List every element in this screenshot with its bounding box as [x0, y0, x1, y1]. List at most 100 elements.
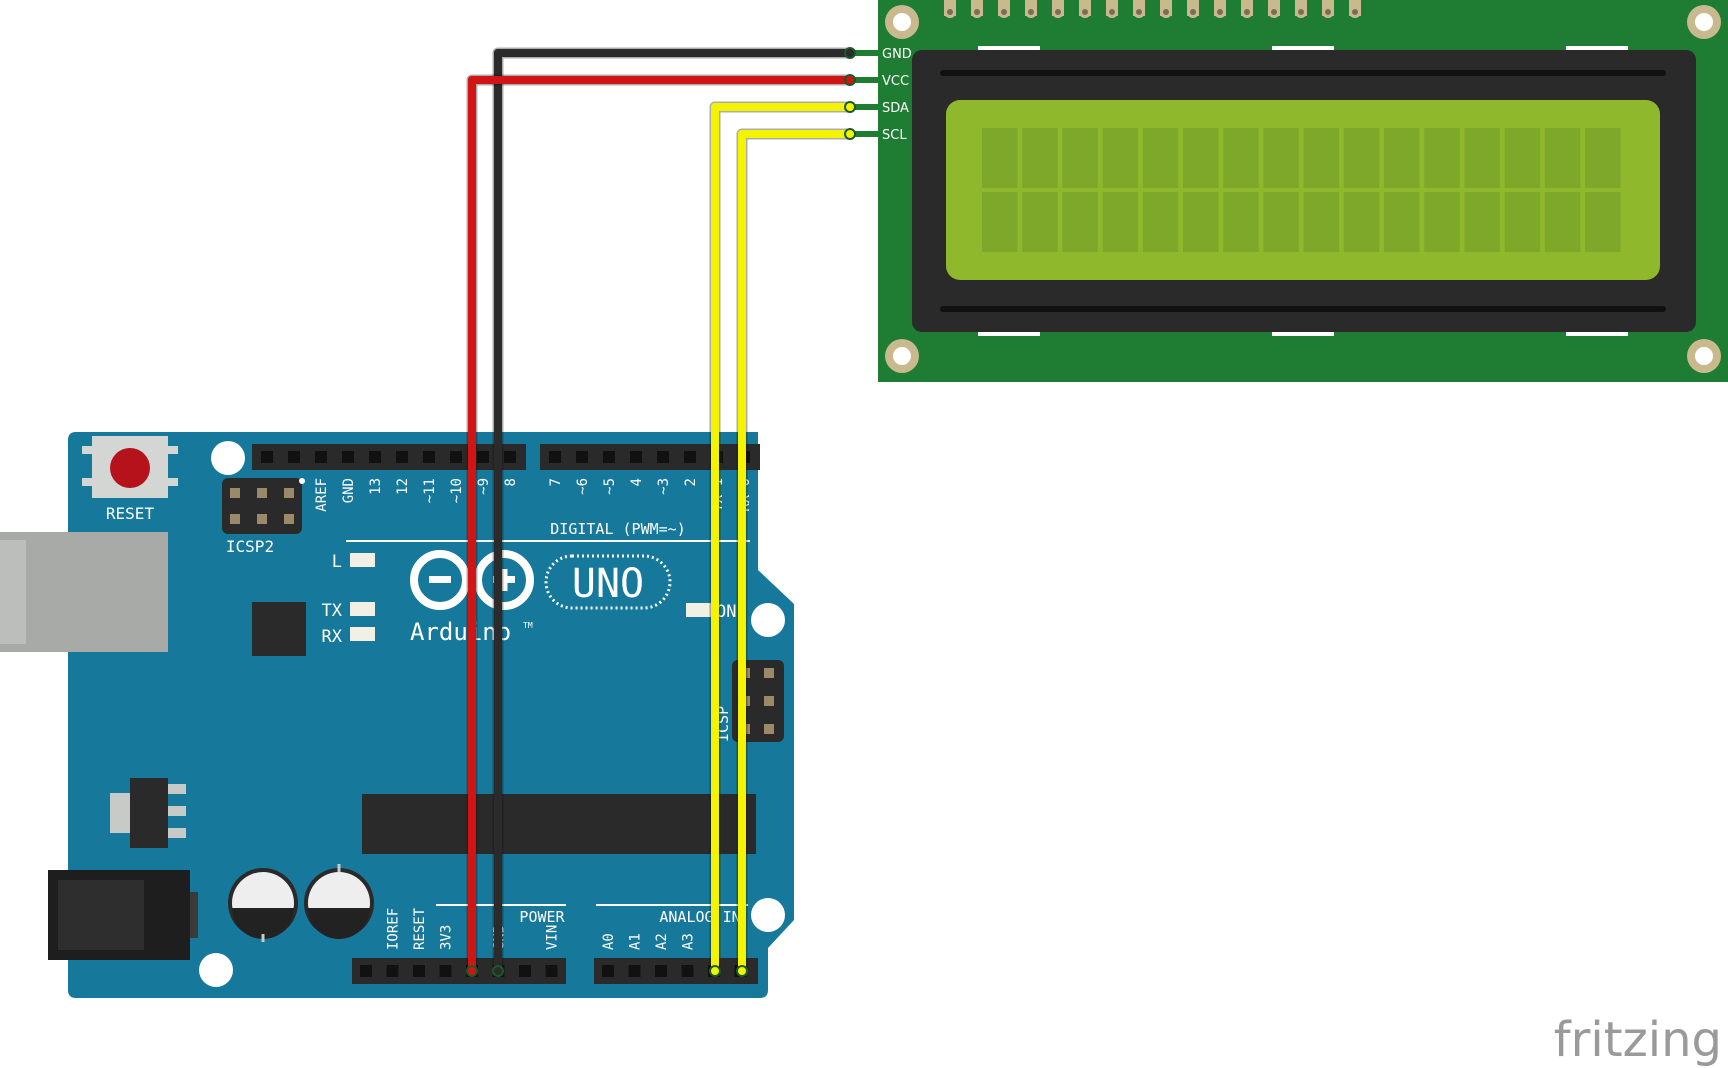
- wire-endpoint: [844, 74, 856, 86]
- lcd-char-cell: [1183, 128, 1219, 188]
- header-socket[interactable]: [628, 965, 641, 977]
- led-on: [686, 603, 711, 617]
- digital-pin-label: 7: [548, 478, 564, 486]
- icsp2-pin1-dot: [299, 478, 305, 484]
- lcd-pad-hole: [1028, 9, 1034, 15]
- lcd-char-cell: [982, 128, 1018, 188]
- power-label: POWER: [519, 908, 565, 926]
- wire-endpoint: [844, 101, 856, 113]
- reset-button-tab: [168, 446, 178, 454]
- power-pin-label: 3V3: [439, 925, 455, 950]
- lcd-char-cell: [1585, 192, 1621, 252]
- lcd-pad-hole: [1190, 9, 1196, 15]
- reset-label: RESET: [106, 504, 155, 523]
- lcd-pad-hole: [1055, 9, 1061, 15]
- header-socket[interactable]: [342, 451, 354, 463]
- analog-pin-label: A1: [628, 933, 644, 950]
- logo-ring-right: [474, 550, 534, 610]
- capacitor: [228, 868, 298, 942]
- wire-bendpoint: [494, 49, 502, 57]
- lcd-pad-hole: [947, 9, 953, 15]
- lcd-pad-hole: [1001, 9, 1007, 15]
- digital-pin-label: AREF: [314, 478, 330, 512]
- wire-endpoint: [709, 965, 721, 977]
- led-l: [350, 553, 375, 567]
- header-socket[interactable]: [261, 451, 273, 463]
- analog-header: [594, 958, 758, 984]
- wire-endpoint: [736, 965, 748, 977]
- dc-jack-front: [58, 880, 144, 950]
- header-socket[interactable]: [655, 965, 667, 977]
- lcd-char-cell: [1424, 128, 1460, 188]
- header-socket[interactable]: [477, 451, 489, 463]
- lcd-pin-label: VCC: [882, 74, 909, 89]
- lcd-pad-hole: [1325, 9, 1331, 15]
- header-socket[interactable]: [657, 451, 669, 463]
- header-socket[interactable]: [413, 965, 425, 977]
- lcd-char-cell: [1142, 192, 1179, 252]
- header-socket[interactable]: [519, 965, 531, 977]
- logo-plus-v: [500, 569, 508, 591]
- lcd-pad-hole: [1271, 9, 1277, 15]
- header-socket[interactable]: [603, 451, 615, 463]
- header-socket[interactable]: [504, 451, 516, 463]
- icsp2-label: ICSP2: [226, 537, 274, 556]
- header-socket[interactable]: [549, 451, 561, 463]
- reset-button-tab: [82, 478, 92, 486]
- header-socket[interactable]: [386, 965, 399, 977]
- lcd-char-cell: [1504, 128, 1541, 188]
- lcd-char-cell: [1263, 128, 1299, 188]
- led-rx-label: RX: [322, 627, 343, 647]
- lcd-char-cell: [1544, 128, 1581, 188]
- header-socket[interactable]: [369, 451, 381, 463]
- lcd-char-cell: [1303, 128, 1340, 188]
- led-tx: [350, 602, 375, 616]
- wire-endpoint: [844, 47, 856, 59]
- reset-button-cap[interactable]: [110, 448, 150, 488]
- lcd-pin-label: SCL: [882, 128, 907, 143]
- digital-pin-label: ~5: [602, 478, 618, 495]
- mount-hole: [211, 441, 245, 475]
- header-socket[interactable]: [681, 965, 694, 977]
- led-on-label: ON: [716, 602, 736, 622]
- lcd-char-cell: [1223, 128, 1259, 188]
- header-socket[interactable]: [602, 965, 614, 977]
- digital-pin-label: ~10: [449, 478, 465, 503]
- lcd-pad-hole: [1136, 9, 1142, 15]
- lcd-bezel-slot: [940, 306, 1666, 312]
- header-socket[interactable]: [439, 965, 452, 977]
- header-socket[interactable]: [315, 451, 327, 463]
- lcd-pin-lead: [848, 50, 878, 56]
- lcd-pad-hole: [1352, 9, 1358, 15]
- header-socket[interactable]: [423, 451, 435, 463]
- header-socket[interactable]: [450, 451, 462, 463]
- lcd-char-cell: [1102, 192, 1139, 252]
- digital-header: [252, 444, 760, 470]
- header-socket[interactable]: [576, 451, 588, 463]
- lcd-char-cell: [1504, 192, 1541, 252]
- lcd-char-cell: [1343, 192, 1380, 252]
- wire-bendpoint: [468, 76, 476, 84]
- wires: [466, 47, 856, 977]
- voltage-regulator-legs: [168, 784, 186, 838]
- header-socket[interactable]: [288, 451, 300, 463]
- header-socket[interactable]: [545, 965, 558, 977]
- lcd-character-grid: [982, 128, 1621, 252]
- lcd-char-cell: [1384, 128, 1420, 188]
- header-socket[interactable]: [396, 451, 408, 463]
- header-socket[interactable]: [684, 451, 696, 463]
- lcd-char-cell: [1585, 128, 1621, 188]
- digital-pin-label: ~9: [476, 478, 492, 495]
- mount-hole: [199, 953, 233, 987]
- digital-pin-label: 13: [368, 478, 384, 495]
- usb-connector-shade: [0, 540, 26, 644]
- header-socket[interactable]: [630, 451, 642, 463]
- lcd-top-pads: [944, 0, 1361, 18]
- header-socket[interactable]: [360, 965, 372, 977]
- lcd-pad-hole: [1082, 9, 1088, 15]
- power-header: [352, 958, 566, 984]
- digital-pin-label: 12: [395, 478, 411, 495]
